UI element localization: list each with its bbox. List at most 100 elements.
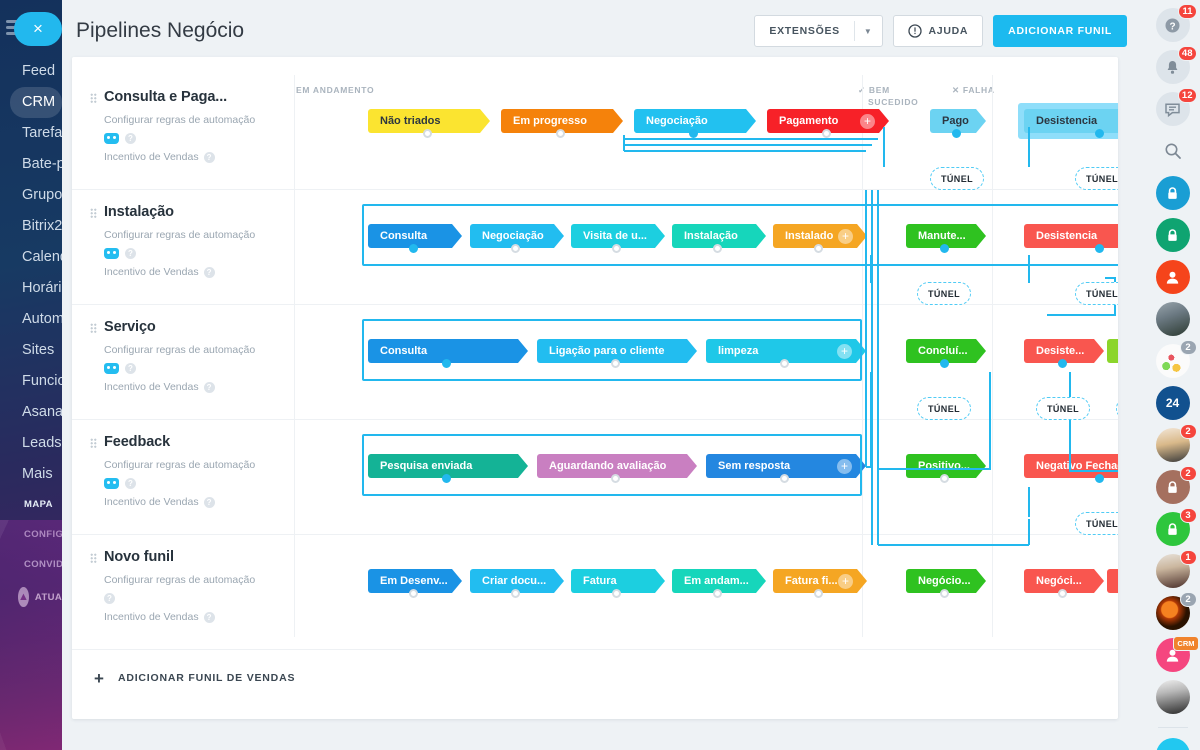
sidebar-item-grupos[interactable]: Grupos	[22, 187, 62, 203]
sidebar-item-bitrix24[interactable]: Bitrix24	[22, 218, 62, 234]
avatar-dark[interactable]	[1155, 680, 1190, 714]
tunnel-chip[interactable]: TÚNEL	[1075, 282, 1118, 305]
crm-user-icon[interactable]: CRM	[1155, 636, 1199, 672]
lock-icon-blue[interactable]	[1155, 176, 1190, 210]
stage-connector-dot[interactable]	[780, 359, 789, 368]
sidebar-small-item-2[interactable]: CONVID	[24, 559, 62, 570]
avatar-confetti[interactable]: 2	[1155, 340, 1197, 378]
lock-icon-brown[interactable]: 2	[1155, 466, 1197, 504]
automation-rules-label[interactable]: Configurar regras de automação	[104, 114, 256, 126]
add-stage-icon[interactable]: +	[860, 114, 875, 129]
stage-connector-dot[interactable]	[611, 474, 620, 483]
stage-chip[interactable]: Concluí...	[906, 339, 986, 363]
chevron-down-icon[interactable]: ▼	[863, 26, 873, 36]
sidebar-item-tarefas[interactable]: Tarefas	[22, 125, 62, 141]
stage-connector-dot[interactable]	[409, 589, 418, 598]
sidebar-item-mais[interactable]: Mais	[22, 466, 53, 482]
sidebar-item-hor-rio[interactable]: Horário	[22, 280, 62, 296]
help-circle-icon[interactable]: ?	[125, 477, 136, 489]
extensions-button[interactable]: EXTENSÕES ▼	[754, 15, 883, 47]
stage-connector-dot[interactable]	[780, 474, 789, 483]
tunnel-chip[interactable]: TÚNEL	[1075, 167, 1118, 190]
stage-connector-dot[interactable]	[511, 589, 520, 598]
tunnel-chip[interactable]: TÚNEL	[1075, 512, 1118, 535]
stage-connector-dot[interactable]	[423, 129, 432, 138]
sidebar-item-crm[interactable]: CRM	[10, 87, 62, 118]
tunnel-chip[interactable]: TÚNEL	[1116, 397, 1118, 420]
stage-connector-dot[interactable]	[814, 244, 823, 253]
help-circle-icon-2[interactable]: ?	[203, 151, 215, 163]
stage-chip[interactable]: Desistencia+	[1024, 109, 1118, 133]
sidebar-item-bate-papo[interactable]: Bate-papo	[22, 156, 62, 172]
stage-connector-dot[interactable]	[1058, 589, 1067, 598]
add-funnel-button[interactable]: ADICIONAR FUNIL	[993, 15, 1127, 47]
help-circle-icon-2[interactable]: ?	[203, 381, 215, 393]
help-circle-icon-2[interactable]: ?	[203, 266, 215, 278]
stage-chip[interactable]: Anali...+	[1107, 569, 1118, 593]
stage-connector-dot[interactable]	[612, 589, 621, 598]
sidebar-item-feed[interactable]: Feed	[22, 63, 56, 79]
user-icon-orange[interactable]	[1155, 260, 1190, 294]
stage-connector-dot[interactable]	[1095, 474, 1104, 483]
stage-connector-dot[interactable]	[1095, 244, 1104, 253]
help-circle-icon[interactable]: ?	[125, 132, 136, 144]
help-circle-icon[interactable]: ?	[125, 247, 136, 259]
sidebar-item-calend-rio[interactable]: Calendário	[22, 249, 62, 265]
sales-incentive-row[interactable]: Incentivo de Vendas?	[90, 151, 290, 163]
stage-connector-dot[interactable]	[1058, 359, 1067, 368]
search-icon[interactable]	[1156, 134, 1190, 168]
stage-connector-dot[interactable]	[442, 474, 451, 483]
sales-incentive-row[interactable]: Incentivo de Vendas?	[90, 381, 290, 393]
sidebar-item-funcion-r[interactable]: Funcionár	[22, 373, 62, 389]
automation-rules-label[interactable]: Configurar regras de automação	[104, 344, 256, 356]
drag-handle-icon[interactable]	[90, 553, 97, 564]
open-channel-icon[interactable]	[1155, 738, 1190, 750]
add-sales-funnel-row[interactable]: + ADICIONAR FUNIL DE VENDAS	[72, 637, 1118, 719]
help-circle-icon[interactable]: ?	[125, 362, 136, 374]
lock-icon-green[interactable]	[1155, 218, 1190, 252]
tunnel-chip[interactable]: TÚNEL	[930, 167, 984, 190]
sales-incentive-row[interactable]: Incentivo de Vendas?	[90, 266, 290, 278]
close-icon[interactable]: ×	[14, 12, 62, 46]
help-icon[interactable]: ?11	[1155, 4, 1197, 42]
stage-connector-dot[interactable]	[940, 589, 949, 598]
lock-icon-lime[interactable]: 3	[1155, 508, 1197, 546]
stage-connector-dot[interactable]	[612, 244, 621, 253]
sidebar-item-leads[interactable]: Leads	[22, 435, 62, 451]
robot-icon[interactable]	[104, 132, 119, 144]
add-stage-icon[interactable]: +	[838, 574, 853, 589]
help-circle-icon-2[interactable]: ?	[203, 611, 215, 623]
stage-connector-dot[interactable]	[689, 129, 698, 138]
sidebar-activity-badge[interactable]: ▲ATUA	[0, 580, 62, 614]
automation-rules-label[interactable]: Configurar regras de automação	[104, 574, 256, 586]
help-circle-icon-2[interactable]: ?	[203, 496, 215, 508]
avatar-fire[interactable]: 2	[1155, 592, 1197, 630]
tunnel-chip[interactable]: TÚNEL	[917, 397, 971, 420]
add-stage-icon[interactable]: +	[838, 229, 853, 244]
drag-handle-icon[interactable]	[90, 208, 97, 219]
robot-icon[interactable]	[104, 362, 119, 374]
stage-connector-dot[interactable]	[442, 359, 451, 368]
sidebar-item-sites[interactable]: Sites	[22, 342, 55, 358]
stage-connector-dot[interactable]	[611, 359, 620, 368]
stage-connector-dot[interactable]	[940, 244, 949, 253]
stage-connector-dot[interactable]	[940, 359, 949, 368]
stage-connector-dot[interactable]	[713, 589, 722, 598]
stage-connector-dot[interactable]	[952, 129, 961, 138]
stage-connector-dot[interactable]	[822, 129, 831, 138]
add-stage-icon[interactable]: +	[837, 459, 852, 474]
sidebar-small-item-0[interactable]: MAPA	[24, 499, 53, 510]
stage-chip[interactable]: Manute...	[906, 224, 986, 248]
stage-connector-dot[interactable]	[940, 474, 949, 483]
tunnel-chip[interactable]: TÚNEL	[1036, 397, 1090, 420]
drag-handle-icon[interactable]	[90, 323, 97, 334]
stage-connector-dot[interactable]	[814, 589, 823, 598]
stage-chip[interactable]: Anali...+	[1107, 339, 1118, 363]
stage-connector-dot[interactable]	[713, 244, 722, 253]
sales-incentive-row[interactable]: Incentivo de Vendas?	[90, 496, 290, 508]
bitrix24-icon[interactable]: 24	[1155, 386, 1190, 420]
avatar-woman[interactable]: 2	[1155, 424, 1197, 462]
drag-handle-icon[interactable]	[90, 93, 97, 104]
